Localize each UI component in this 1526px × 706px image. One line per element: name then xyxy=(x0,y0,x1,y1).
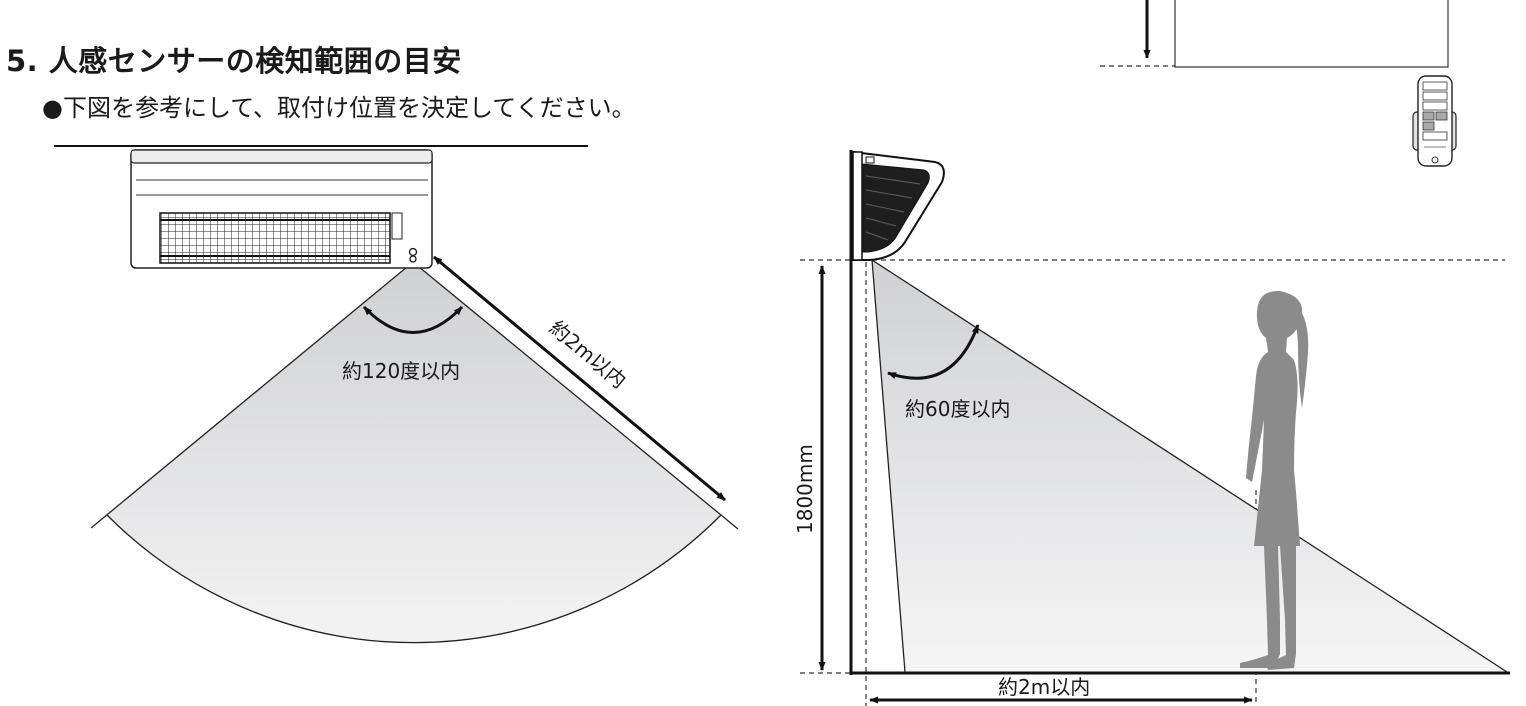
aircon-side xyxy=(852,150,945,261)
detection-fan-top xyxy=(107,262,721,643)
remote-mount-box xyxy=(1174,0,1449,68)
section-title: 5. 人感センサーの検知範囲の目安 xyxy=(6,44,462,78)
distance-label-side: 約2m以内 xyxy=(998,675,1090,699)
sensor-icon xyxy=(408,247,418,257)
side-view: 約60度以内 1800mm 約2m以内 xyxy=(793,0,1510,706)
aircon-front xyxy=(130,149,433,269)
height-label: 1800mm xyxy=(793,444,817,534)
top-view: 約120度以内 約2m以内 xyxy=(54,145,739,644)
remote-controller-icon xyxy=(1412,75,1457,167)
instruction-text: ●下図を参考にして、取付け位置を決定してください。 xyxy=(42,94,636,122)
person-silhouette xyxy=(1240,290,1309,670)
angle-arrow-60 xyxy=(887,324,980,380)
angle-label-120: 約120度以内 xyxy=(342,359,460,383)
distance-arrow-top xyxy=(433,255,726,502)
angle-label-60: 約60度以内 xyxy=(905,397,1010,421)
